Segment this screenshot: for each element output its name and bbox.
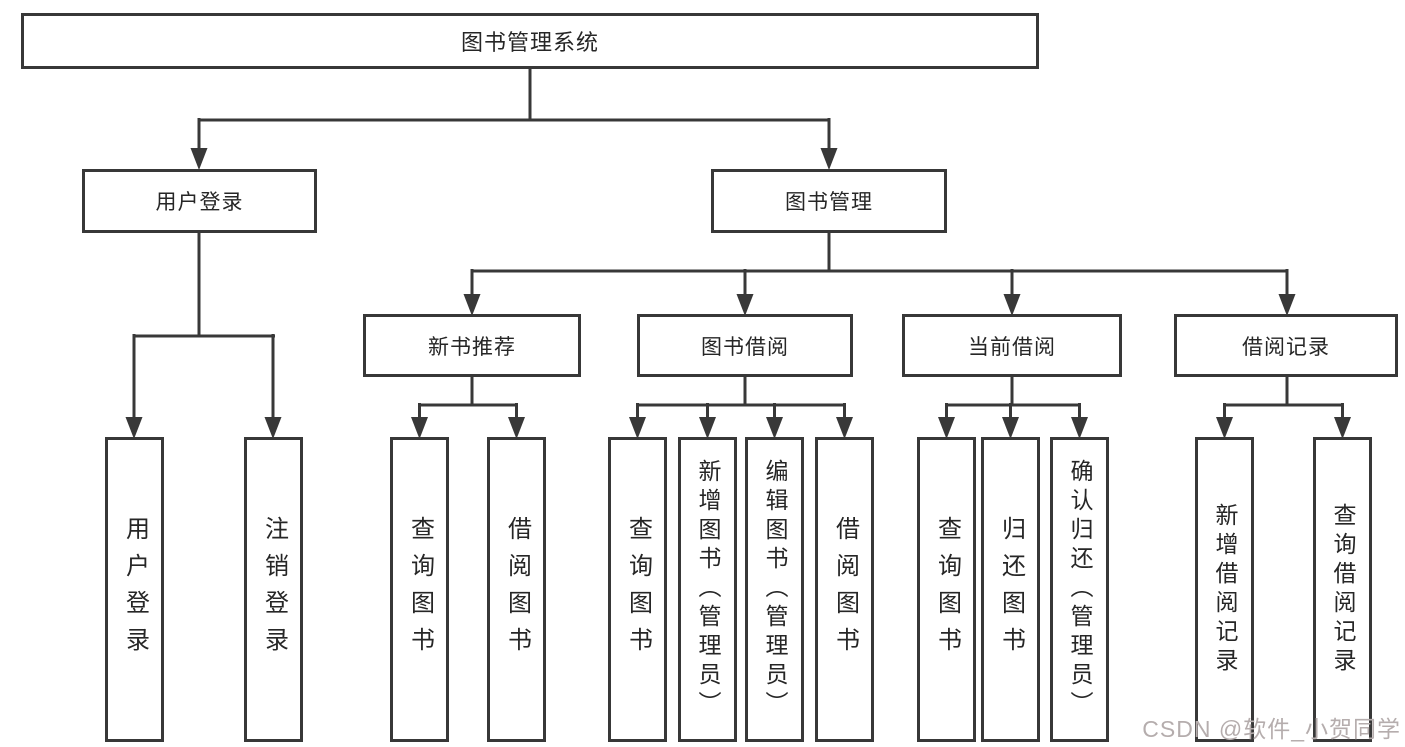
- leaf-return-books: 归还图书: [981, 437, 1040, 742]
- node-label: 图书管理: [785, 191, 873, 214]
- leaf-label: 确认归还（管理员）: [1067, 459, 1093, 720]
- leaf-label: 用户登录: [121, 515, 149, 664]
- leaf-label: 查询图书: [406, 515, 434, 664]
- leaf-label: 新增图书（管理员）: [695, 459, 721, 720]
- csdn-watermark: CSDN @软件_小贺同学: [1142, 716, 1401, 742]
- leaf-borrow-books: 借阅图书: [815, 437, 874, 742]
- node-book-borrow: 图书借阅: [637, 314, 853, 377]
- node-label: 图书借阅: [701, 335, 789, 359]
- leaf-label: 借阅图书: [503, 515, 531, 664]
- node-label: 借阅记录: [1242, 335, 1330, 359]
- leaf-query-books: 查询图书: [608, 437, 667, 742]
- leaf-query-books: 查询图书: [917, 437, 976, 742]
- node-label: 图书管理系统: [460, 30, 599, 55]
- leaf-label: 编辑图书（管理员）: [762, 459, 788, 720]
- leaf-label: 查询图书: [933, 515, 961, 664]
- leaf-add-books-admin: 新增图书（管理员）: [678, 437, 737, 742]
- node-current-borrow: 当前借阅: [902, 314, 1122, 377]
- leaf-label: 归还图书: [997, 515, 1025, 664]
- node-label: 当前借阅: [968, 335, 1056, 359]
- node-borrow-records: 借阅记录: [1174, 314, 1398, 377]
- leaf-add-borrow-record: 新增借阅记录: [1195, 437, 1254, 742]
- leaf-label: 新增借阅记录: [1212, 502, 1238, 677]
- node-label: 用户登录: [155, 191, 244, 214]
- leaf-query-books: 查询图书: [390, 437, 449, 742]
- leaf-logout: 注销登录: [244, 437, 303, 742]
- leaf-edit-books-admin: 编辑图书（管理员）: [745, 437, 804, 742]
- leaf-user-login: 用户登录: [105, 437, 164, 742]
- leaf-query-borrow-record: 查询借阅记录: [1313, 437, 1372, 742]
- node-label: 新书推荐: [428, 335, 516, 359]
- node-library-system: 图书管理系统: [21, 13, 1039, 69]
- leaf-borrow-books: 借阅图书: [487, 437, 546, 742]
- node-new-book-recommend: 新书推荐: [363, 314, 581, 377]
- arrowheads: [125, 148, 1351, 439]
- leaf-label: 注销登录: [260, 515, 288, 664]
- leaf-label: 查询图书: [624, 515, 652, 664]
- node-user-login: 用户登录: [82, 169, 317, 233]
- leaf-label: 查询借阅记录: [1330, 502, 1356, 677]
- leaf-confirm-return-admin: 确认归还（管理员）: [1050, 437, 1109, 742]
- node-book-management: 图书管理: [711, 169, 947, 233]
- leaf-label: 借阅图书: [831, 515, 859, 664]
